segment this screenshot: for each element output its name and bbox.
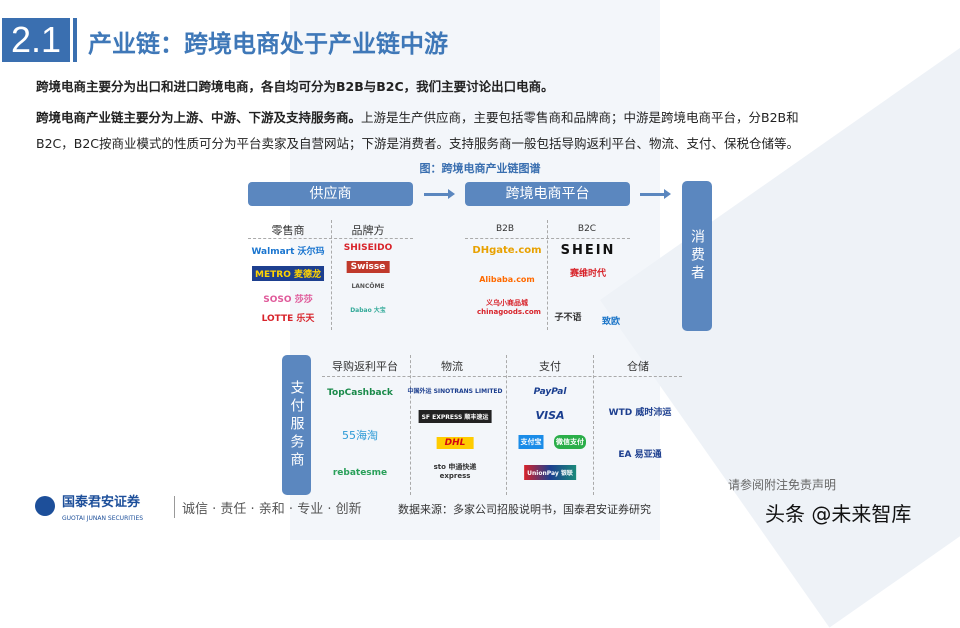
logo-dhgate: DHgate.com xyxy=(472,245,542,256)
supplier-bar: 供应商 xyxy=(248,182,413,206)
company-name: 国泰君安证券 xyxy=(62,495,141,510)
divider xyxy=(322,376,682,377)
divider xyxy=(506,355,507,495)
divider xyxy=(410,355,411,495)
figure-caption: 图：跨境电商产业链图谱 xyxy=(419,162,541,175)
b2b-header: B2B xyxy=(495,224,515,234)
logo-chinagoods: 义乌小商品城 chinagoods.com xyxy=(477,299,541,316)
company-name-en: GUOTAI JUNAN SECURITIES xyxy=(62,515,144,522)
logo-rebatesme: rebatesme xyxy=(332,468,388,478)
logo-dhl: DHL xyxy=(436,437,474,449)
paragraph-2-bold: 跨境电商产业链主要分为上游、中游、下游及支持服务商。 xyxy=(36,110,362,125)
logo-wechat-pay: 微信支付 xyxy=(554,435,586,449)
logo-dabao: Dabao 大宝 xyxy=(350,307,386,314)
logo-lancome: LANCÔME xyxy=(351,283,385,290)
disclaimer: 请参阅附注免责声明 xyxy=(728,478,837,492)
logo-topcashback: TopCashback xyxy=(327,388,393,398)
logo-shiseido: SHISEIDO xyxy=(343,243,393,253)
logo-ea: EA 易亚通 xyxy=(618,450,662,460)
watermark: 头条 @未来智库 xyxy=(765,502,912,526)
support-services-box: 支付服务商 xyxy=(282,355,311,495)
section-divider xyxy=(73,18,77,62)
logo-lotte: LOTTE 乐天 xyxy=(261,314,315,324)
logistics-header: 物流 xyxy=(441,360,463,373)
b2c-header: B2C xyxy=(577,224,597,234)
support-label: 支付服务商 xyxy=(288,380,305,470)
brand-header: 品牌方 xyxy=(351,224,385,237)
logo-alipay: 支付宝 xyxy=(518,435,544,449)
slogan: 诚信 · 责任 · 亲和 · 专业 · 创新 xyxy=(182,502,362,517)
logo-sf-express: SF EXPRESS 顺丰速运 xyxy=(418,410,492,423)
paragraph-1: 跨境电商主要分为出口和进口跨境电商，各自均可分为B2B与B2C，我们主要讨论出口… xyxy=(36,79,554,94)
logo-paypal: PayPal xyxy=(533,387,567,397)
consumer-label: 消费者 xyxy=(689,229,705,283)
arrow-icon xyxy=(640,189,671,199)
logo-sto: sto 申通快递 express xyxy=(433,463,477,480)
warehouse-header: 仓储 xyxy=(627,360,649,373)
logo-wtd: WTD 威时沛运 xyxy=(608,408,672,418)
logo-sinotrans: 中国外运 SINOTRANS LIMITED xyxy=(407,388,503,395)
logo-unionpay: UnionPay 银联 xyxy=(524,465,576,480)
divider xyxy=(331,220,332,330)
logo-walmart: Walmart 沃尔玛 xyxy=(251,247,325,257)
divider xyxy=(174,496,175,518)
logo-swisse: Swisse xyxy=(346,261,390,273)
payment-header: 支付 xyxy=(539,360,561,373)
logo-zhiou: 致欧 xyxy=(601,317,621,327)
company-logo-icon xyxy=(35,496,55,516)
divider xyxy=(547,220,548,330)
paragraph-2-line-1: 跨境电商产业链主要分为上游、中游、下游及支持服务商。上游是生产供应商，主要包括零… xyxy=(36,107,799,126)
divider xyxy=(593,355,594,495)
consumer-box: 消费者 xyxy=(682,181,712,331)
divider xyxy=(248,238,413,239)
logo-sasa: SOSO 莎莎 xyxy=(263,295,313,305)
data-source: 数据来源：多家公司招股说明书，国泰君安证券研究 xyxy=(398,503,651,516)
logo-shein: SHEIN xyxy=(560,243,616,258)
retail-header: 零售商 xyxy=(271,224,305,237)
platform-bar: 跨境电商平台 xyxy=(465,182,630,206)
arrow-icon xyxy=(424,189,455,199)
logo-55haitao: 55海淘 xyxy=(342,429,378,442)
logo-metro: METRO 麦德龙 xyxy=(252,266,324,281)
paragraph-2-text: 上游是生产供应商，主要包括零售商和品牌商；中游是跨境电商平台，分B2B和 xyxy=(361,110,799,125)
logo-visa: VISA xyxy=(535,409,565,422)
logo-zibuyu: 子不语 xyxy=(554,313,582,323)
logo-saiwei: 赛维时代 xyxy=(569,269,607,279)
rebate-header: 导购返利平台 xyxy=(332,360,398,373)
page-title: 产业链：跨境电商处于产业链中游 xyxy=(88,30,448,58)
section-number: 2.1 xyxy=(2,18,70,62)
paragraph-2-line-2: B2C，B2C按商业模式的性质可分为平台卖家及自营网站；下游是消费者。支持服务商… xyxy=(36,136,800,151)
logo-alibaba: Alibaba.com xyxy=(479,275,535,284)
